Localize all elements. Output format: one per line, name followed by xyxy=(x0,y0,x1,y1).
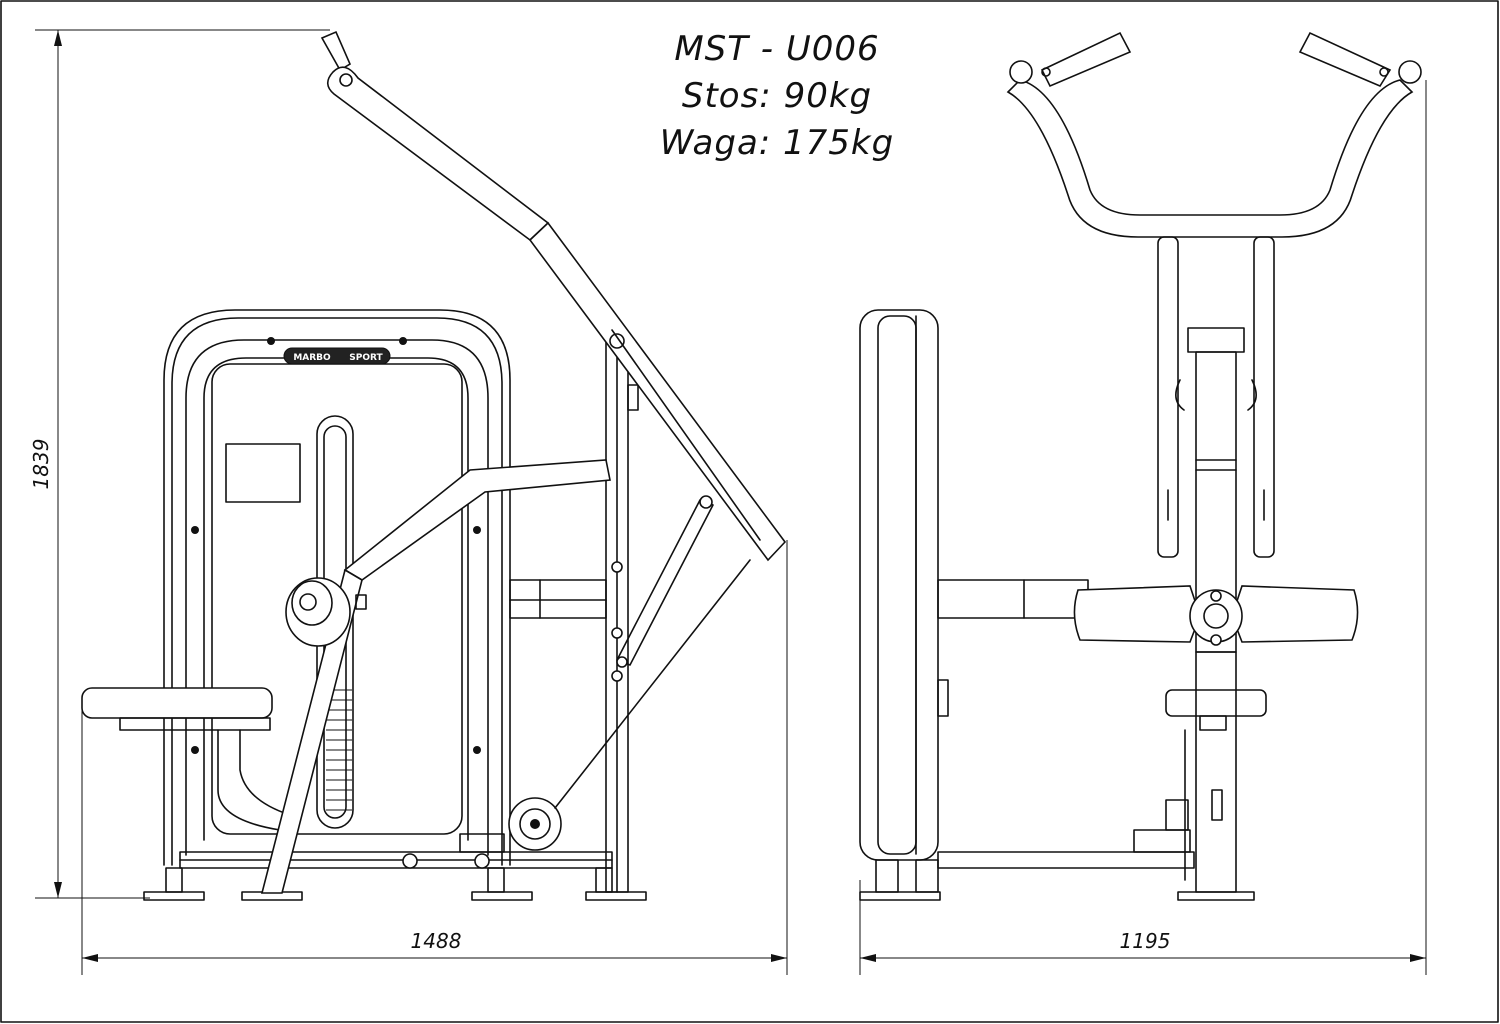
dimension-front-width: 1195 xyxy=(859,80,1427,975)
svg-text:MARBO: MARBO xyxy=(293,353,331,363)
stack-window xyxy=(225,443,301,503)
front-shroud xyxy=(859,309,949,901)
svg-text:SPORT: SPORT xyxy=(349,353,383,363)
side-width-value: 1488 xyxy=(411,929,462,953)
weight-plates xyxy=(326,689,352,811)
dimension-height: 1839 xyxy=(29,29,330,899)
thigh-pad-arm xyxy=(260,459,611,894)
pulldown-handle xyxy=(1006,31,1422,238)
machine-weight: Waga: 175kg xyxy=(660,123,894,163)
base-frame xyxy=(143,833,647,901)
foot-pedal xyxy=(1133,799,1191,853)
weight-stack-shroud: MARBO SPORT xyxy=(163,309,511,866)
lower-pulley xyxy=(508,559,751,851)
rear-upright xyxy=(509,339,639,893)
seat xyxy=(81,687,291,831)
front-column xyxy=(1157,236,1275,901)
dimension-side-width: 1488 xyxy=(81,540,788,975)
model-code: MST - U006 xyxy=(674,29,879,69)
side-view: MARBO SPORT xyxy=(81,30,787,901)
front-view xyxy=(859,31,1422,901)
thigh-pads xyxy=(1073,585,1359,646)
title-block: MST - U006 Stos: 90kg Waga: 175kg xyxy=(660,29,894,163)
brand-logo: MARBO SPORT xyxy=(283,347,391,365)
stack-weight: Stos: 90kg xyxy=(682,76,872,116)
front-width-value: 1195 xyxy=(1120,929,1171,953)
height-value: 1839 xyxy=(29,439,53,490)
lever-arm xyxy=(320,30,787,668)
